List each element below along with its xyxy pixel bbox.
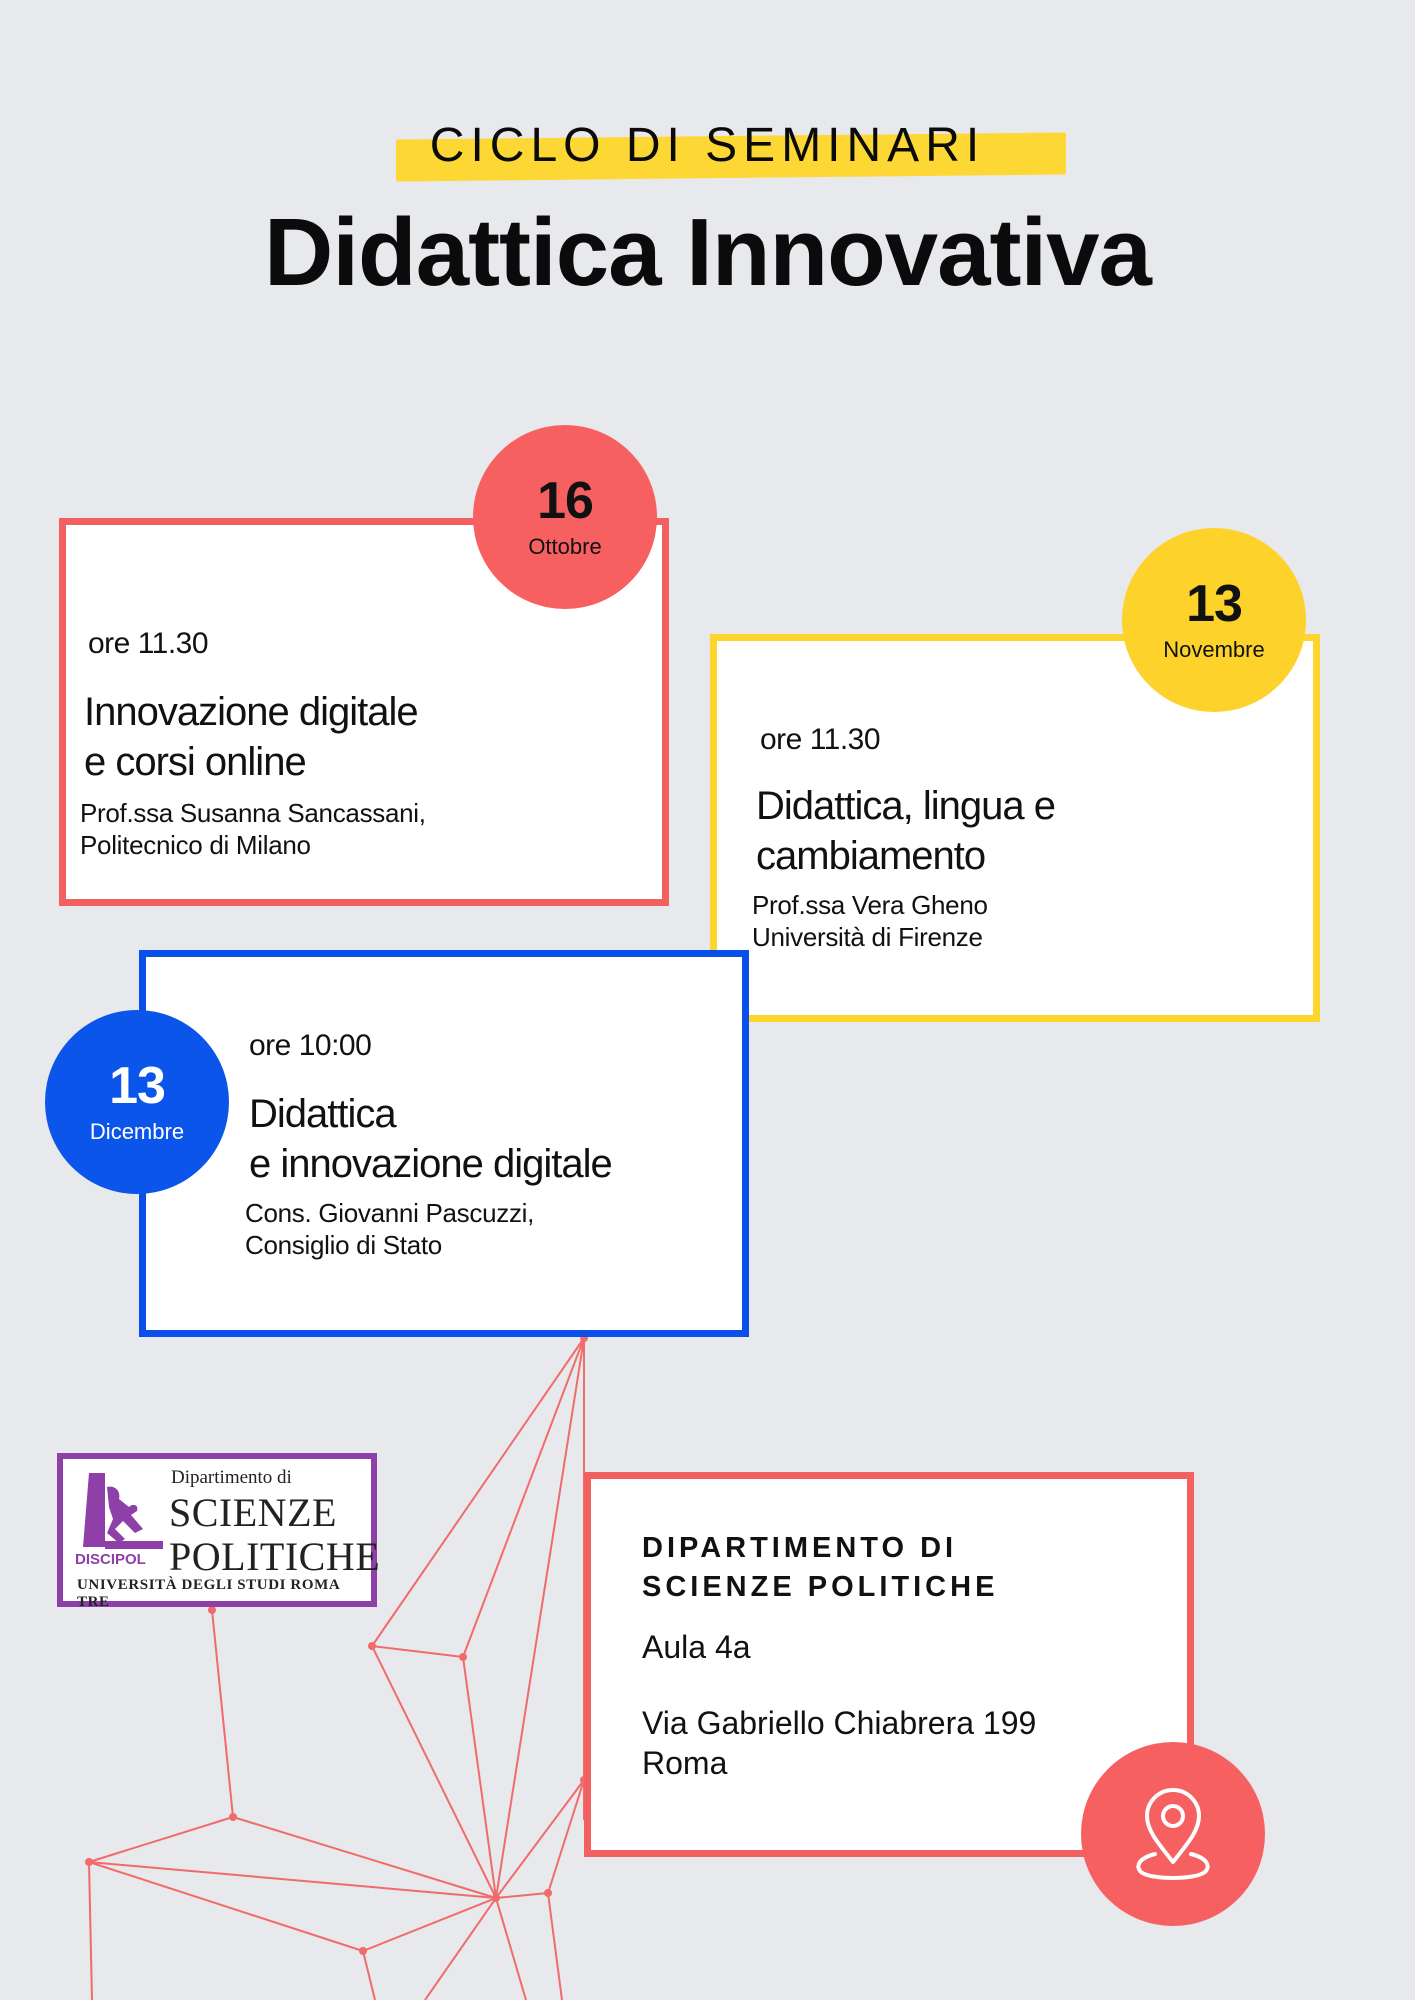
event-title: Innovazione digitale e corsi online	[84, 687, 644, 787]
venue-card: DIPARTIMENTO DI SCIENZE POLITICHE Aula 4…	[584, 1472, 1194, 1857]
speaker-name: Cons. Giovanni Pascuzzi,	[245, 1198, 535, 1228]
location-pin-icon	[1136, 1788, 1210, 1880]
event-title-line: Didattica	[249, 1092, 397, 1136]
venue-name: DIPARTIMENTO DI SCIENZE POLITICHE	[642, 1529, 998, 1607]
logo-line-2: POLITICHE	[169, 1534, 381, 1579]
speaker-affiliation: Università di Firenze	[752, 922, 983, 952]
event-title-line: cambiamento	[756, 834, 986, 878]
event-title-line: e corsi online	[84, 740, 307, 784]
logo-university: UNIVERSITÀ DEGLI STUDI ROMA TRE	[77, 1577, 340, 1610]
event-speaker: Cons. Giovanni Pascuzzi, Consiglio di St…	[245, 1197, 534, 1261]
speaker-affiliation: Politecnico di Milano	[80, 830, 311, 860]
speaker-name: Prof.ssa Vera Gheno	[752, 890, 988, 920]
date-month: Ottobre	[528, 534, 602, 559]
event-title-line: Innovazione digitale	[84, 690, 419, 734]
event-title-line: e innovazione digitale	[249, 1142, 613, 1186]
event-title-line: Didattica, lingua e	[756, 784, 1056, 828]
venue-name-line: DIPARTIMENTO DI	[642, 1532, 958, 1564]
venue-name-line: SCIENZE POLITICHE	[642, 1571, 999, 1603]
event-time: ore 10:00	[249, 1029, 372, 1062]
location-badge	[1081, 1742, 1265, 1926]
event-speaker: Prof.ssa Susanna Sancassani, Politecnico…	[80, 797, 426, 861]
date-badge-3: 13 Dicembre	[45, 1010, 229, 1194]
date-badge-2: 13 Novembre	[1122, 528, 1306, 712]
venue-room: Aula 4a	[642, 1629, 751, 1665]
event-time: ore 11.30	[88, 627, 209, 660]
logo-line-1: SCIENZE	[169, 1490, 337, 1535]
date-month: Novembre	[1163, 637, 1265, 662]
event-title: Didattica, lingua e cambiamento	[756, 781, 1316, 881]
department-logo: Dipartimento di SCIENZE POLITICHE DISCIP…	[57, 1453, 381, 1610]
date-day: 13	[1186, 575, 1243, 633]
statue-icon	[83, 1473, 163, 1549]
address-street: Via Gabriello Chiabrera 199	[642, 1705, 1037, 1741]
series-label: CICLO DI SEMINARI	[429, 119, 986, 172]
speaker-affiliation: Consiglio di Stato	[245, 1230, 442, 1260]
address-city: Roma	[642, 1745, 728, 1781]
date-day: 16	[537, 472, 594, 530]
event-time: ore 11.30	[760, 723, 881, 756]
event-title: Didattica e innovazione digitale	[249, 1089, 749, 1189]
speaker-name: Prof.ssa Susanna Sancassani,	[80, 798, 426, 828]
logo-small-text: Dipartimento di	[171, 1467, 292, 1488]
date-month: Dicembre	[89, 1119, 185, 1144]
event-speaker: Prof.ssa Vera Gheno Università di Firenz…	[752, 889, 988, 953]
page-title: Didattica Innovativa	[264, 199, 1152, 306]
venue-address: Via Gabriello Chiabrera 199 Roma	[642, 1703, 1036, 1783]
logo-acronym: DISCIPOL	[75, 1551, 146, 1568]
event-card-3: ore 10:00 Didattica e innovazione digita…	[139, 950, 749, 1337]
date-day: 13	[109, 1057, 166, 1115]
date-badge-1: 16 Ottobre	[473, 425, 657, 609]
